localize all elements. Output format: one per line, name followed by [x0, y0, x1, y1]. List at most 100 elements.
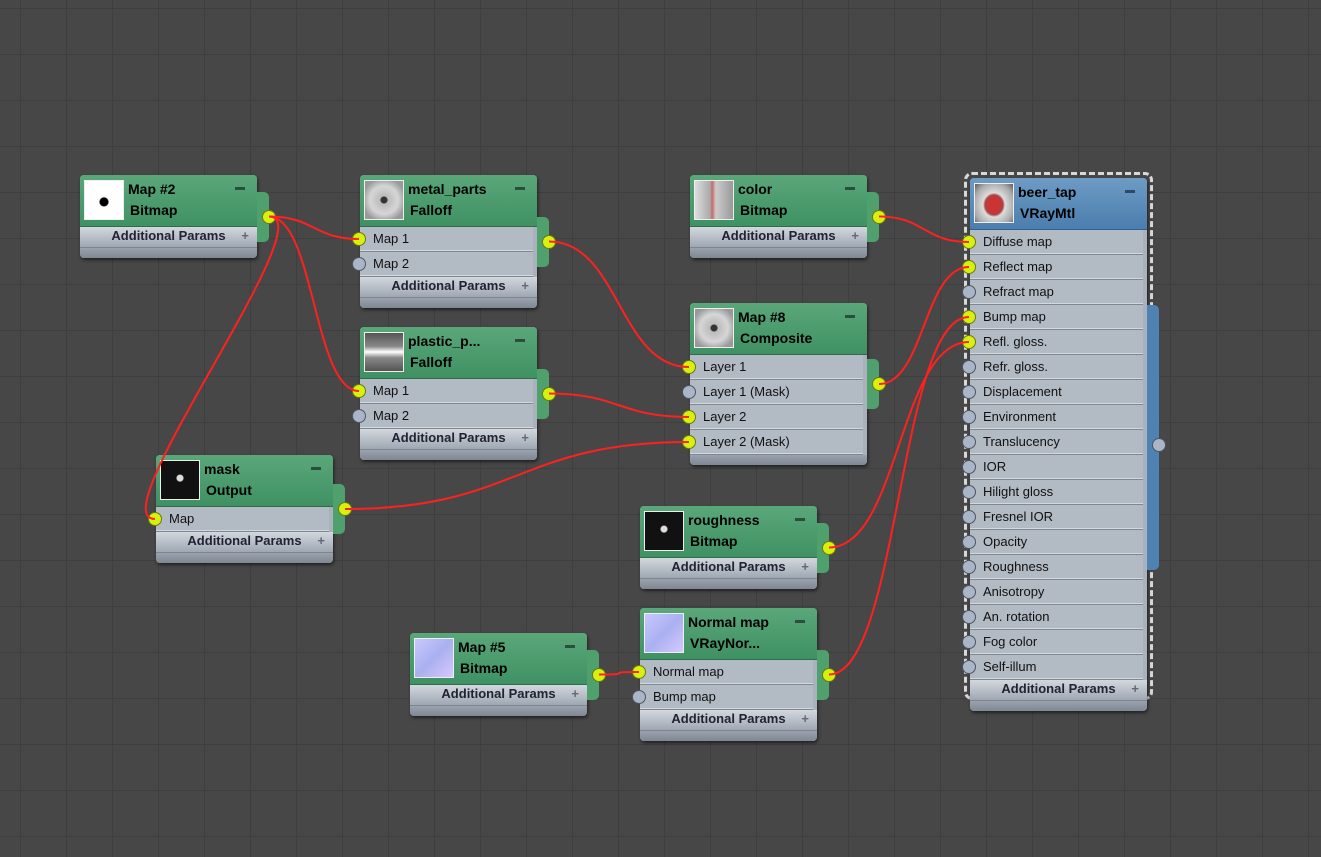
- node-header[interactable]: Map #5 Bitmap: [410, 633, 587, 685]
- output-socket-icon[interactable]: [872, 377, 886, 391]
- input-slot[interactable]: Layer 2: [682, 405, 863, 430]
- input-socket-icon[interactable]: [962, 335, 976, 349]
- input-slot[interactable]: Refr. gloss.: [962, 355, 1143, 380]
- additional-params-rollout[interactable]: Additional Params+: [80, 227, 257, 248]
- expand-plus-icon[interactable]: +: [571, 686, 579, 701]
- input-socket-icon[interactable]: [682, 410, 696, 424]
- output-socket-icon[interactable]: [542, 234, 556, 249]
- collapse-icon[interactable]: [845, 315, 855, 318]
- node-color[interactable]: color Bitmap Additional Params+: [690, 175, 886, 258]
- input-slot[interactable]: Fresnel IOR: [962, 505, 1143, 530]
- input-slot[interactable]: An. rotation: [962, 605, 1143, 630]
- connection-wire[interactable]: [548, 240, 690, 368]
- connection-wire[interactable]: [878, 215, 970, 243]
- thumbnail-preview[interactable]: [694, 308, 734, 348]
- input-slot[interactable]: Layer 2 (Mask): [682, 430, 863, 455]
- collapse-icon[interactable]: [515, 187, 525, 190]
- expand-plus-icon[interactable]: +: [317, 533, 325, 548]
- input-socket-icon[interactable]: [962, 235, 976, 249]
- input-socket-icon[interactable]: [632, 665, 646, 679]
- input-slot[interactable]: Diffuse map: [962, 230, 1143, 255]
- input-slot[interactable]: Bump map: [632, 685, 813, 710]
- input-slot[interactable]: Refl. gloss.: [962, 330, 1143, 355]
- input-slot[interactable]: Displacement: [962, 380, 1143, 405]
- input-socket-icon[interactable]: [962, 260, 976, 274]
- expand-plus-icon[interactable]: +: [851, 228, 859, 243]
- input-slot[interactable]: Roughness: [962, 555, 1143, 580]
- connection-wire[interactable]: [268, 215, 360, 392]
- input-socket-icon[interactable]: [682, 385, 696, 399]
- input-slot[interactable]: Refract map: [962, 280, 1143, 305]
- node-header[interactable]: metal_parts Falloff: [360, 175, 537, 227]
- node-header[interactable]: Map #2 Bitmap: [80, 175, 257, 227]
- input-socket-icon[interactable]: [962, 510, 976, 524]
- input-socket-icon[interactable]: [962, 660, 976, 674]
- input-socket-icon[interactable]: [962, 285, 976, 299]
- input-slot[interactable]: Anisotropy: [962, 580, 1143, 605]
- expand-plus-icon[interactable]: +: [1131, 681, 1139, 696]
- node-header[interactable]: mask Output: [156, 455, 333, 507]
- input-slot[interactable]: Map: [148, 507, 329, 532]
- input-socket-icon[interactable]: [962, 310, 976, 324]
- input-slot[interactable]: Map 2: [352, 404, 533, 429]
- input-socket-icon[interactable]: [962, 610, 976, 624]
- output-socket-icon[interactable]: [1152, 437, 1166, 452]
- node-header[interactable]: beer_tap VRayMtl: [970, 178, 1147, 230]
- input-socket-icon[interactable]: [962, 410, 976, 424]
- thumbnail-preview[interactable]: [694, 180, 734, 220]
- input-socket-icon[interactable]: [962, 360, 976, 374]
- output-socket-icon[interactable]: [338, 502, 352, 516]
- node-header[interactable]: Normal map VRayNor...: [640, 608, 817, 660]
- input-socket-icon[interactable]: [352, 232, 366, 246]
- node-header[interactable]: color Bitmap: [690, 175, 867, 227]
- input-socket-icon[interactable]: [352, 384, 366, 398]
- thumbnail-preview[interactable]: [644, 511, 684, 551]
- collapse-icon[interactable]: [795, 620, 805, 623]
- input-slot[interactable]: Hilight gloss: [962, 480, 1143, 505]
- node-map2[interactable]: Map #2 Bitmap Additional Params+: [80, 175, 276, 258]
- additional-params-rollout[interactable]: Additional Params+: [690, 227, 867, 248]
- input-socket-icon[interactable]: [962, 560, 976, 574]
- input-socket-icon[interactable]: [352, 409, 366, 423]
- input-socket-icon[interactable]: [962, 385, 976, 399]
- input-socket-icon[interactable]: [148, 512, 162, 526]
- input-socket-icon[interactable]: [962, 535, 976, 549]
- node-rough[interactable]: roughness Bitmap Additional Params+: [640, 506, 836, 589]
- additional-params-rollout[interactable]: Additional Params+: [410, 685, 587, 706]
- input-socket-icon[interactable]: [962, 435, 976, 449]
- collapse-icon[interactable]: [235, 187, 245, 190]
- input-slot[interactable]: Translucency: [962, 430, 1143, 455]
- input-socket-icon[interactable]: [962, 635, 976, 649]
- input-socket-icon[interactable]: [682, 360, 696, 374]
- additional-params-rollout[interactable]: Additional Params+: [970, 680, 1147, 701]
- collapse-icon[interactable]: [1125, 190, 1135, 193]
- additional-params-rollout[interactable]: Additional Params+: [640, 558, 817, 579]
- expand-plus-icon[interactable]: +: [801, 559, 809, 574]
- collapse-icon[interactable]: [515, 339, 525, 342]
- input-socket-icon[interactable]: [632, 690, 646, 704]
- additional-params-rollout[interactable]: Additional Params+: [156, 532, 333, 553]
- input-slot[interactable]: Map 1: [352, 227, 533, 252]
- thumbnail-preview[interactable]: [160, 460, 200, 500]
- thumbnail-preview[interactable]: [364, 332, 404, 372]
- input-slot[interactable]: Map 2: [352, 252, 533, 277]
- input-slot[interactable]: Layer 1 (Mask): [682, 380, 863, 405]
- input-slot[interactable]: Layer 1: [682, 355, 863, 380]
- input-socket-icon[interactable]: [962, 460, 976, 474]
- collapse-icon[interactable]: [795, 518, 805, 521]
- input-slot[interactable]: Fog color: [962, 630, 1143, 655]
- connection-wire[interactable]: [548, 392, 690, 418]
- expand-plus-icon[interactable]: +: [241, 228, 249, 243]
- output-socket-icon[interactable]: [542, 386, 556, 401]
- input-slot[interactable]: Bump map: [962, 305, 1143, 330]
- output-socket-icon[interactable]: [592, 667, 606, 682]
- collapse-icon[interactable]: [311, 467, 321, 470]
- additional-params-rollout[interactable]: Additional Params+: [640, 710, 817, 731]
- node-map5[interactable]: Map #5 Bitmap Additional Params+: [410, 633, 606, 716]
- input-slot[interactable]: Map 1: [352, 379, 533, 404]
